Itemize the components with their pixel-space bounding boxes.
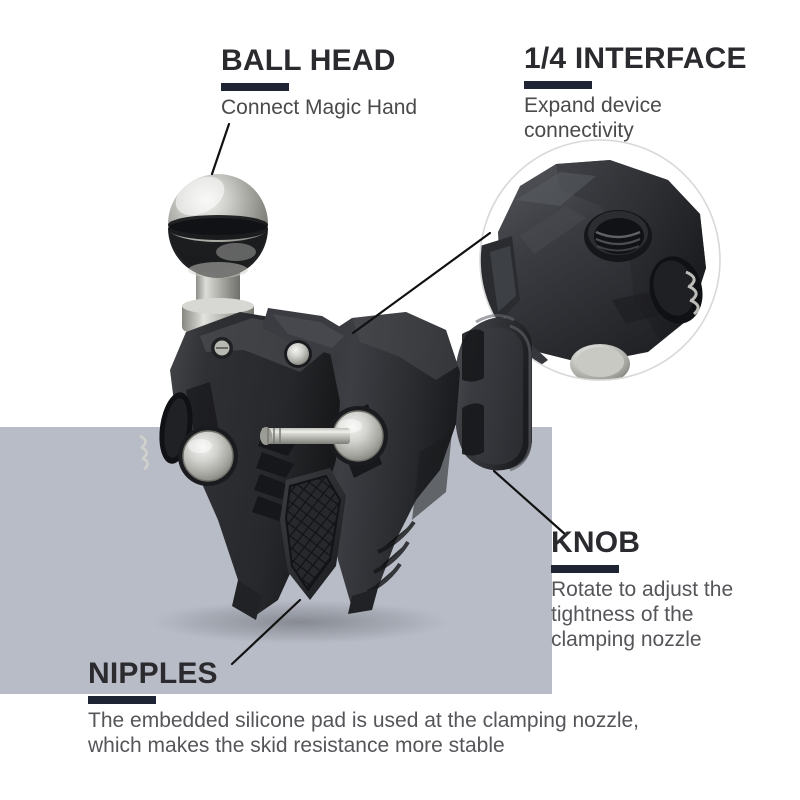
callout-description-quarter-interface: Expand device connectivity xyxy=(524,94,662,142)
callout-accent-bar-quarter-interface xyxy=(524,81,592,89)
leader-nipples xyxy=(230,598,302,666)
callout-description-nipples: The embedded silicone pad is used at the… xyxy=(88,709,640,757)
callout-description-knob: Rotate to adjust the tightness of the cl… xyxy=(551,578,734,651)
callout-nipples: NIPPLES The embedded silicone pad is use… xyxy=(88,659,639,759)
callout-accent-bar-knob xyxy=(551,565,619,573)
callout-title-ball-head: BALL HEAD xyxy=(221,44,396,77)
callout-quarter-interface: 1/4 INTERFACE Expand device connectivity xyxy=(524,44,747,144)
callout-title-quarter-interface: 1/4 INTERFACE xyxy=(524,42,747,75)
leader-quarter-interface xyxy=(351,231,492,335)
callout-accent-bar-nipples xyxy=(88,696,156,704)
callout-accent-bar-ball-head xyxy=(221,83,289,91)
callout-title-knob: KNOB xyxy=(551,526,641,559)
callout-ball-head: BALL HEAD Connect Magic Hand xyxy=(221,46,417,121)
callout-knob: KNOB Rotate to adjust the tightness of t… xyxy=(551,528,733,652)
callout-title-nipples: NIPPLES xyxy=(88,657,218,690)
leader-ball-head xyxy=(210,122,231,176)
leader-knob xyxy=(492,469,568,537)
callout-description-ball-head: Connect Magic Hand xyxy=(221,96,418,119)
